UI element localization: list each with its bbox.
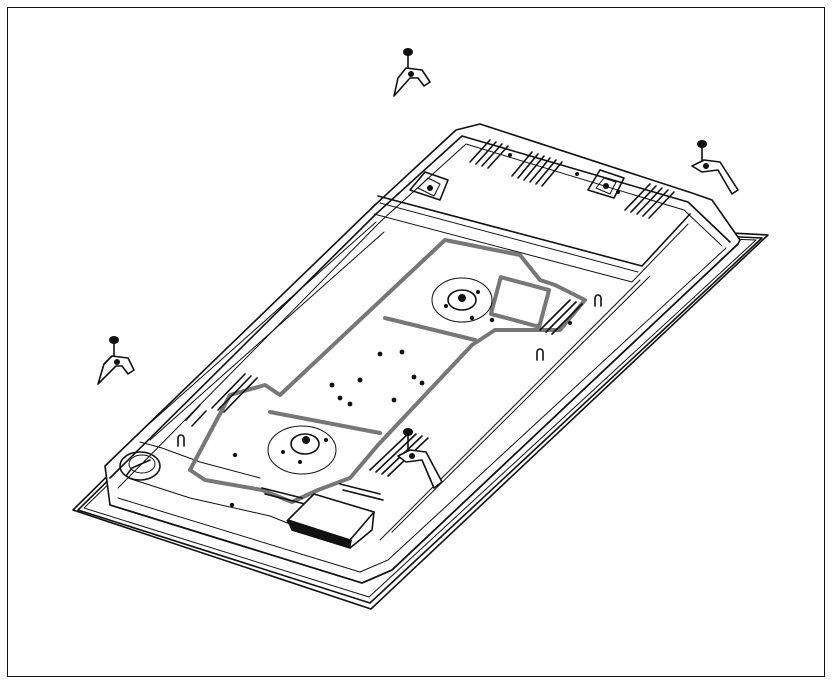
bracket-with-screw-icon	[691, 140, 739, 195]
rear-pockets	[409, 169, 625, 201]
drawing-frame	[7, 7, 825, 677]
burner-base-icon	[431, 277, 495, 323]
bracket-with-screw-icon	[397, 428, 443, 489]
bracket-with-screw-icon	[97, 336, 135, 385]
floor-gasket	[188, 238, 587, 504]
tray-body	[104, 123, 741, 584]
bracket-with-screw-icon	[393, 48, 431, 97]
mounting-holes	[229, 153, 620, 508]
electrical-box-icon	[286, 493, 375, 549]
grommet-icon	[119, 451, 161, 481]
burner-base-icon	[267, 425, 337, 475]
clip-glyphs	[177, 294, 602, 447]
